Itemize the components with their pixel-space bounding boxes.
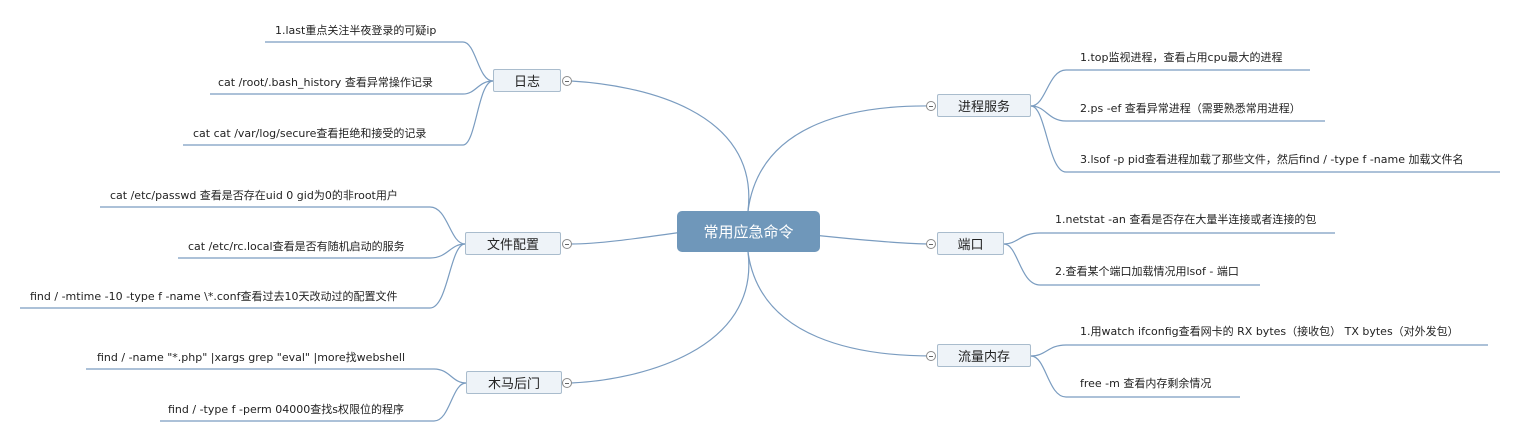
leaf-config-2[interactable]: cat /etc/rc.local查看是否有随机启动的服务 [188,240,405,253]
leaf-process-2[interactable]: 2.ps -ef 查看异常进程（需要熟悉常用进程） [1080,102,1301,115]
topic-log[interactable]: 日志 [493,69,561,92]
topic-file-config[interactable]: 文件配置 [465,232,561,255]
collapse-icon[interactable] [562,378,572,388]
leaf-log-3[interactable]: cat cat /var/log/secure查看拒绝和接受的记录 [193,127,427,140]
collapse-icon[interactable] [926,101,936,111]
leaf-trojan-2[interactable]: find / -type f -perm 04000查找s权限位的程序 [168,403,404,416]
collapse-icon[interactable] [562,239,572,249]
central-topic[interactable]: 常用应急命令 [677,211,820,252]
leaf-process-3[interactable]: 3.lsof -p pid查看进程加载了那些文件，然后find / -type … [1080,153,1464,166]
topic-process-service[interactable]: 进程服务 [937,94,1031,117]
collapse-icon[interactable] [926,239,936,249]
leaf-traffic-2[interactable]: free -m 查看内存剩余情况 [1080,377,1212,390]
leaf-log-2[interactable]: cat /root/.bash_history 查看异常操作记录 [218,76,433,89]
leaf-config-3[interactable]: find / -mtime -10 -type f -name \*.conf查… [30,290,398,303]
topic-traffic-memory[interactable]: 流量内存 [937,344,1031,367]
leaf-process-1[interactable]: 1.top监视进程，查看占用cpu最大的进程 [1080,51,1283,64]
leaf-port-2[interactable]: 2.查看某个端口加载情况用lsof - 端口 [1055,265,1239,278]
topic-trojan-backdoor[interactable]: 木马后门 [466,371,562,394]
leaf-traffic-1[interactable]: 1.用watch ifconfig查看网卡的 RX bytes（接收包） TX … [1080,325,1459,338]
collapse-icon[interactable] [926,351,936,361]
leaf-config-1[interactable]: cat /etc/passwd 查看是否存在uid 0 gid为0的非root用… [110,189,398,202]
topic-port[interactable]: 端口 [937,232,1004,255]
leaf-log-1[interactable]: 1.last重点关注半夜登录的可疑ip [275,24,437,37]
collapse-icon[interactable] [562,76,572,86]
leaf-trojan-1[interactable]: find / -name "*.php" |xargs grep "eval" … [97,351,406,364]
leaf-port-1[interactable]: 1.netstat -an 查看是否存在大量半连接或者连接的包 [1055,213,1317,226]
